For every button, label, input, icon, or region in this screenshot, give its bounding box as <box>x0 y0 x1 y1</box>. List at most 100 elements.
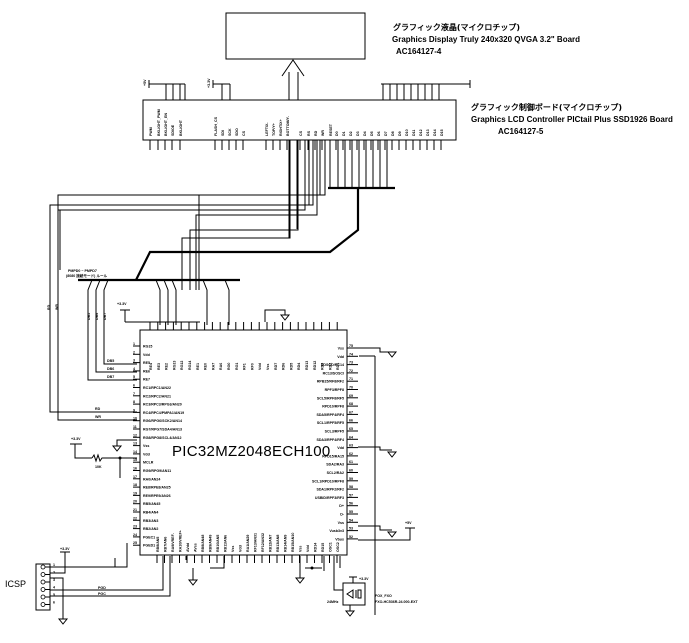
svg-text:RD: RD <box>47 304 51 310</box>
mcu-left-pin-number: 25 <box>133 541 137 545</box>
mcu-left-pin-number: 5 <box>133 375 135 379</box>
mcu-bottom-pin-label: RB14/AN9 <box>284 535 288 552</box>
mcu-right-pin-number: 56 <box>349 502 353 506</box>
svg-text:WR: WR <box>55 304 59 310</box>
mcu-bottom-pin-label: RF12/AN32 <box>261 533 265 552</box>
controller-pin-label: D5 <box>370 131 374 136</box>
lcd-display-box <box>225 12 366 60</box>
controller-pin-label: TOP/Y+ <box>272 123 276 136</box>
mcu-left-pin-number: 13 <box>133 442 137 446</box>
icsp-pin-number: 6 <box>53 601 55 605</box>
mcu-right-pin-label: SCL3/RPF5 <box>325 430 344 434</box>
mcu-top-ground <box>264 309 291 322</box>
bus-branches <box>87 279 230 381</box>
mcu-right-pin-number: 61 <box>349 460 353 464</box>
mcu-top-pin-label: RA6 <box>219 363 223 370</box>
mcu-top-pin-label: RF1 <box>243 363 247 370</box>
mcu-top-pin-label: RG13 <box>172 361 176 370</box>
mcu-left-pin-label: RB2/AN2 <box>143 527 158 531</box>
mcu-right-pin-number: 53 <box>349 527 353 531</box>
mcu-bottom-pin-label: RB13/AN8 <box>276 535 280 552</box>
mcu-right-pin-number: 73 <box>349 361 353 365</box>
mcu-top-33v: +3.3V <box>117 302 200 323</box>
mcu-bottom-pin-label: RB8/AN5 <box>156 537 160 552</box>
mcu-right-pin-number: 65 <box>349 427 353 431</box>
mcu-left-pin-label: RE5 <box>143 361 150 365</box>
mcu-top-pin-label: RG12 <box>180 361 184 370</box>
controller-pin-label: D2 <box>349 131 353 136</box>
mcu-right-pin-label: SCL5/RPF8/RF5 <box>317 396 344 400</box>
mcu-right-pin-label: Vdd <box>337 355 344 359</box>
controller-pin-label: D6 <box>377 131 381 136</box>
mcu-left-pin-number: 11 <box>133 425 137 429</box>
mcu-top-pin-label: RA7 <box>211 363 215 370</box>
controller-5v-label: +5V <box>143 79 147 86</box>
mcu-part-name: PIC32MZ2048ECH100 <box>172 443 331 460</box>
mcu-top-pin-label: RD3 <box>321 363 325 370</box>
svg-text:DB5: DB5 <box>87 313 91 320</box>
mcu-bottom-pin-label: RA9/VREF- <box>171 532 175 552</box>
mcu-left-pin-label: RG7/RPG7/SDA4/AN13 <box>143 428 182 432</box>
mcu-bottom-pin-label: RB11/AN6 <box>224 535 228 552</box>
mcu-right-pin-label: SDA1/RPF2/RF2 <box>316 488 344 492</box>
controller-pin-label: RS <box>307 130 311 136</box>
mcu-right-pin-number: 63 <box>349 444 353 448</box>
mcu-bottom-pin-label: RB8/AN48 <box>201 535 205 552</box>
oscillator: +3.3V 24MHz FOX_FXO FXO-HC536R-24.000-EX… <box>327 576 419 617</box>
mcu-left-pin-number: 1 <box>133 342 135 346</box>
controller-pin-label: RESET <box>329 123 333 136</box>
mcu-left-pin-number: 21 <box>133 508 137 512</box>
controller-pin-label: D14 <box>433 129 437 136</box>
mcu-left-pin-number: 6 <box>133 384 135 388</box>
mcu-body <box>139 329 348 556</box>
mcu-left-pin-label: RE8/RPE8/AN25 <box>143 486 171 490</box>
mcu-left-pin-label: RE7 <box>143 378 150 382</box>
icsp-label: ICSP <box>5 579 26 589</box>
bus-label-line1: PMPD0 ~ PMPD7 <box>68 269 97 273</box>
mcu-top-pin-label: RD13 <box>305 361 309 370</box>
mcu-left-pin-label: RE6 <box>143 369 150 373</box>
controller-pin-label: D10 <box>405 129 409 136</box>
svg-text:DB6: DB6 <box>95 313 99 320</box>
mcu-left-pin-label: RG6/RPG6/SCK2/AN14 <box>143 419 182 423</box>
mcu-left-pin-label: RA0/AN24 <box>143 477 160 481</box>
mcu-right-pin-number: 69 <box>349 394 353 398</box>
mcu-right-pin-number: 67 <box>349 410 353 414</box>
controller-pin-label: BKLIGHT <box>179 119 183 136</box>
mcu-left-pin-number: 10 <box>133 417 137 421</box>
mcu-bottom-pin-label: RB15/AN10 <box>291 533 295 552</box>
mcu-top-pin-label: RE1 <box>196 363 200 370</box>
reset-resistor-value: 10K <box>95 465 102 469</box>
mcu-right-pin-number: 62 <box>349 452 353 456</box>
mcu-left-pin-label: RB3/AN3 <box>143 519 158 523</box>
mcu-top-pin-label: RD1 <box>336 363 340 370</box>
mcu-right-pin-label: Vss <box>338 347 344 351</box>
icsp-pgc-label: PGC <box>98 592 106 596</box>
svg-text:DB7: DB7 <box>107 375 114 379</box>
mcu-top-pin-label: RE2 <box>165 363 169 370</box>
mcu-right-pin-number: 68 <box>349 402 353 406</box>
controller-pin-label: WR <box>321 130 325 136</box>
controller-pin-label: BKLIGHT_EN <box>164 113 168 136</box>
controller-pin-label: D7 <box>384 131 388 136</box>
controller-pin-label: PWM <box>149 127 153 136</box>
display-title-en: Graphics Display Truly 240x320 QVGA 3.2"… <box>392 35 580 44</box>
controller-right-rail <box>381 80 471 100</box>
mcu-left-pin-number: 20 <box>133 500 137 504</box>
mcu-right-pin-label: D+ <box>339 504 344 508</box>
mcu-left-pin-label: Vdd <box>143 353 150 357</box>
svg-text:DB7: DB7 <box>103 313 107 320</box>
mcu-bottom-pin-label: RF13/AN31 <box>254 533 258 552</box>
display-title-jp: グラフィック液晶(マイクロチップ) <box>393 22 520 32</box>
mcu-bottom-pin-label: Vss <box>299 546 303 552</box>
mcu-bottom-pin-label: RB12/AN7 <box>269 535 273 552</box>
mcu-top-pin-label: RD12 <box>313 361 317 370</box>
mcu-top-pin-label: RD6 <box>282 363 286 370</box>
mcu-left-pin-number: 7 <box>133 392 135 396</box>
controller-part-no: AC164127-5 <box>498 127 544 136</box>
mcu-left-pin-number: 17 <box>133 475 137 479</box>
mcu-left-pin-label: RC2/RPC2/AN21 <box>143 394 171 398</box>
